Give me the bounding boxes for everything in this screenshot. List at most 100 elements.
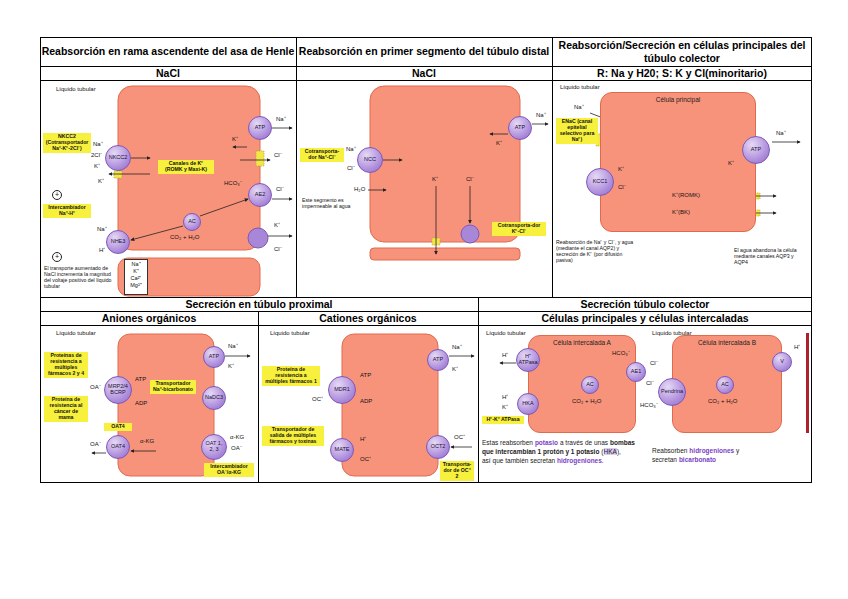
table-header: NaCl: [296, 67, 552, 80]
ion-label: K⁺: [618, 166, 624, 173]
callout-box: NKCC2 (Cotransportador Na⁺-K⁺-2Cl⁻): [43, 133, 91, 153]
table-header: Reabsorción en primer segmento del túbul…: [296, 45, 552, 58]
ion-label: K⁺: [496, 140, 502, 147]
node-text: Ca²⁺: [126, 275, 146, 282]
ion-label: Na⁺: [228, 343, 238, 350]
note-text: hidrogeniones: [689, 447, 734, 454]
table-header: R: Na y H20; S: K y Cl(minoritario): [552, 67, 812, 80]
node-text: Cotransporta-dor Na⁺-Cl⁻: [302, 149, 342, 161]
transporter-circle: OCT2: [426, 435, 450, 459]
node-text: Proteína de resistencia al cáncer de mam…: [46, 397, 86, 421]
node-text: H⁺-K⁺ ATPasa: [484, 417, 522, 423]
node-text: Na⁺: [126, 261, 146, 268]
node-text: AC: [586, 382, 594, 388]
node-text: K⁺: [126, 268, 146, 275]
cell-shapes: [118, 86, 520, 476]
cell-body: Célula intercalada BAC: [672, 335, 782, 433]
transporter-circle: NHE3: [106, 230, 130, 254]
transporter-circle: ATP: [203, 346, 225, 368]
node-text: AC: [188, 219, 196, 225]
node-text: Mg²⁺: [126, 282, 146, 289]
ion-label: α-KG: [230, 434, 244, 441]
note-text: HKA: [604, 448, 617, 455]
node-text: Transportador de salida de múltiples fár…: [264, 427, 322, 445]
callout-box: Intercambiador Na⁺-H⁺: [43, 204, 91, 218]
ion-label: K⁺(BK): [672, 209, 690, 216]
note-text: que también secretan: [493, 457, 556, 464]
transporter-circle: MDR1: [328, 376, 356, 404]
node-text: OAT4: [111, 444, 125, 450]
ion-label: Na⁺: [574, 104, 584, 111]
table-header: Cationes orgánicos: [258, 312, 478, 325]
node-text: MATE: [335, 447, 350, 453]
ion-label: ADP: [135, 400, 147, 407]
transporter-circle: AC: [183, 213, 201, 231]
node-text: ATP: [255, 125, 265, 131]
transporter-circle: Pendrina: [658, 378, 686, 406]
note-text: Reabsorben: [652, 447, 687, 454]
ion-label: K⁺: [94, 163, 100, 170]
node-text: NKCC2: [109, 155, 128, 161]
ion-label: HCO₃⁻: [640, 402, 658, 409]
table-grid: [40, 37, 812, 483]
callout-box: Transportador de salida de múltiples fár…: [262, 426, 324, 446]
callout-box: Canales de K⁺ (ROMK y Maxi-K): [158, 160, 214, 174]
transporter-circle: V: [772, 352, 792, 372]
note-text: hidrogeniones: [557, 457, 602, 464]
ion-label: Na⁺: [776, 130, 786, 137]
ion-label: K⁺: [232, 136, 238, 143]
ion-label: K⁺: [274, 222, 280, 229]
table-header: Secreción en túbulo proximal: [40, 298, 478, 311]
node-text: Pendrina: [661, 389, 683, 395]
ion-label: Na⁺: [93, 141, 103, 148]
ion-label: OC⁺: [360, 456, 371, 463]
note-text: a través de unas: [560, 439, 608, 446]
ion-label: HCO₃⁻: [224, 180, 242, 187]
callout-box: Cotransporta-dor K⁺-Cl⁻: [492, 222, 546, 236]
ion-label: CO₂ + H₂O: [708, 398, 738, 405]
node-text: MRP2/4 BCRP: [106, 384, 130, 396]
transporter-circle: NKCC2: [105, 145, 131, 171]
node-text: NCC: [364, 157, 376, 163]
transporter-circle: ATP: [248, 116, 272, 140]
transporter-circle: AE1: [626, 362, 646, 382]
ion-label: Líquido tubular: [560, 84, 600, 91]
transporter-circle: ATP: [427, 349, 449, 371]
ion-label: Cl⁻: [347, 165, 355, 172]
node-text: H⁺ ATPasa: [518, 354, 538, 366]
charge-sign: +: [52, 252, 62, 262]
ion-label: H⁺: [502, 352, 508, 359]
note-text: bicarbonato: [679, 456, 716, 463]
note-text: potasio: [535, 439, 558, 446]
ion-label: Líquido tubular: [56, 86, 96, 93]
ion-label: α-KG: [140, 438, 154, 445]
node-text: ATP: [433, 357, 443, 363]
ion-label: H₂O: [354, 186, 365, 193]
callout-box: Intercambiador OA⁻/α-KG: [204, 463, 254, 477]
node-text: Transportador Na⁺-bicarbonato: [152, 381, 194, 393]
node-text: AE1: [631, 369, 641, 375]
ion-label: Cl⁻: [466, 176, 474, 183]
note-text: Reabsorción de Na⁺ y Cl⁻, y agua (median…: [556, 240, 640, 264]
table-header: Secreción túbulo colector: [478, 298, 812, 311]
ion-label: Líquido tubular: [56, 330, 96, 337]
ion-label: OC⁺: [312, 396, 323, 403]
ion-label: K⁺: [452, 366, 458, 373]
callout-box: Proteína de resistencia a múltiples fárm…: [262, 366, 320, 386]
table-header: Reabsorción/Secreción en células princip…: [552, 39, 812, 65]
ion-label: Na⁺: [346, 146, 356, 153]
ion-label: H⁺: [360, 436, 366, 443]
ion-label: Cl⁻: [274, 246, 282, 253]
node-text: Intercambiador Na⁺-H⁺: [45, 205, 89, 217]
node-text: OAT 1, 2, 3: [203, 441, 225, 453]
ion-label: Na⁺: [452, 344, 462, 351]
transporter-circle: MRP2/4 BCRP: [104, 376, 132, 404]
ion-label: Cl⁻: [650, 360, 658, 367]
ion-label: H⁺: [99, 247, 105, 254]
cell-body: Célula intercalada AAC: [528, 335, 636, 433]
node-text: Transporta-dor de OC⁺ 2: [442, 462, 472, 480]
node-text: NKCC2 (Cotransportador Na⁺-K⁺-2Cl⁻): [45, 134, 89, 152]
ion-label: Líquido tubular: [652, 330, 692, 337]
